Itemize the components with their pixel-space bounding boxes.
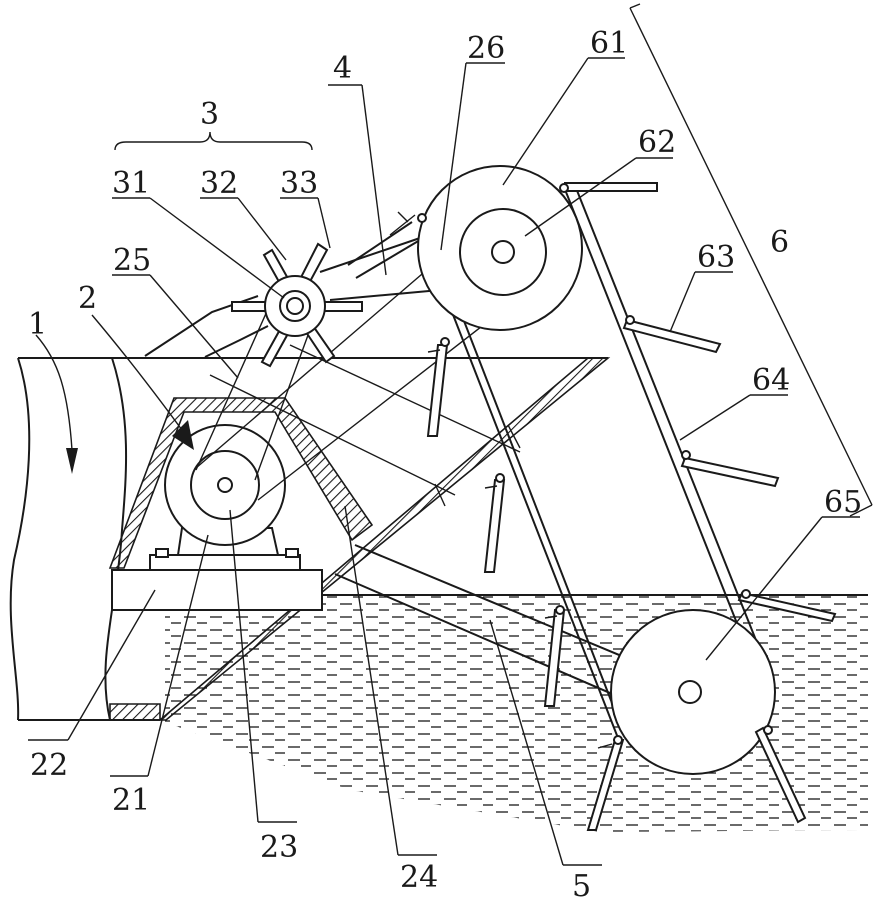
label-2: 2 [78, 281, 97, 316]
label-25: 25 [113, 243, 151, 278]
label-4: 4 [333, 51, 352, 86]
label-23: 23 [260, 830, 298, 865]
label-3: 3 [200, 97, 219, 132]
brace-3 [115, 132, 312, 150]
label-24: 24 [400, 860, 438, 895]
base-plate [112, 570, 322, 610]
top-drive-wheel [418, 166, 582, 330]
bottom-wheel [611, 610, 775, 774]
label-65: 65 [824, 485, 862, 520]
label-61: 61 [590, 26, 628, 61]
flow-arrow [36, 335, 78, 474]
label-22: 22 [30, 748, 68, 783]
leader-6 [630, 4, 872, 516]
label-6: 6 [770, 225, 789, 260]
label-5: 5 [572, 869, 591, 904]
label-33: 33 [280, 166, 318, 201]
label-31: 31 [112, 166, 150, 201]
indicator-arrow-2 [92, 315, 194, 450]
label-32: 32 [200, 166, 238, 201]
label-62: 62 [638, 125, 676, 160]
label-26: 26 [467, 31, 505, 66]
label-64: 64 [752, 363, 790, 398]
label-1: 1 [28, 307, 47, 342]
label-21: 21 [112, 783, 150, 818]
label-63: 63 [697, 240, 735, 275]
